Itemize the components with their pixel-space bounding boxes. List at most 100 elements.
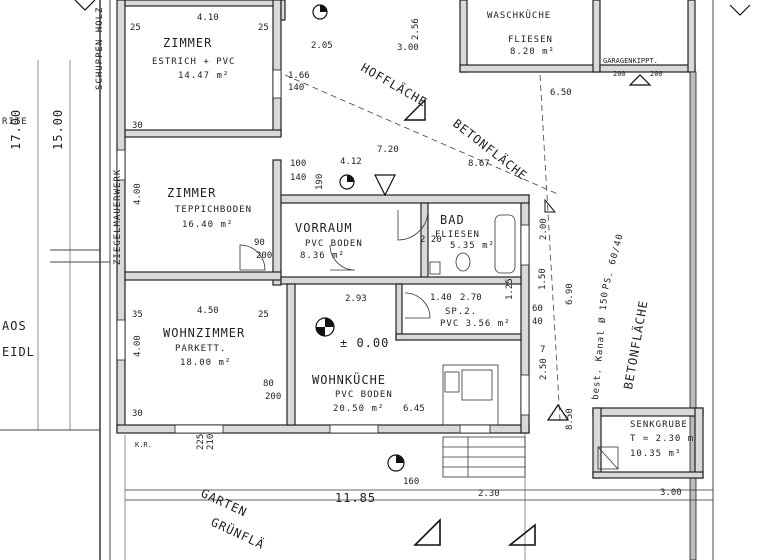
dim-25-b: 25 <box>258 23 269 33</box>
survey-symbols <box>74 0 751 546</box>
left-label-a: AOS <box>2 319 27 333</box>
site-lines <box>0 0 714 560</box>
house-walls <box>116 0 530 434</box>
left-label-b: EIDL <box>2 345 35 359</box>
wohnzimmer-floor: PARKETT. <box>175 344 226 354</box>
zimmer1-floor: ESTRICH + PVC <box>152 57 235 67</box>
dim-6-50: 6.50 <box>550 88 572 98</box>
wohnkueche-area: 20.50 m² <box>333 404 384 414</box>
dim-15-00: 15.00 <box>51 109 65 150</box>
dim-200-garage-a: 200 <box>613 70 626 78</box>
dim-80: 80 <box>263 379 274 389</box>
dim-2-56: 2.56 <box>411 18 421 40</box>
dim-17-00: 17.00 <box>9 109 23 150</box>
dim-200-garage-b: 200 <box>650 70 663 78</box>
wohnzimmer-area: 18.00 m² <box>180 358 231 368</box>
sp-width: 2.70 <box>460 293 482 303</box>
entrance-steps <box>442 436 526 478</box>
zimmer2-name: ZIMMER <box>167 186 216 200</box>
dim-11-85: 11.85 <box>335 491 376 505</box>
dim-25-c: 25 <box>258 310 269 320</box>
zimmer1-area: 14.47 m² <box>178 71 229 81</box>
wohnkueche-name: WOHNKÜCHE <box>312 371 386 387</box>
wohnkueche-level: ± 0.00 <box>340 336 389 350</box>
dim-100: 100 <box>290 159 306 169</box>
dim-8-50: 8.50 <box>565 408 575 430</box>
hofflaeche-label: HOFFLÄCHE <box>359 60 431 110</box>
senkgrube-name: SENKGRUBE <box>630 420 688 430</box>
ps-label: PS. 60/40 <box>601 232 626 290</box>
outbuilding-walls <box>459 0 697 560</box>
bathroom-fixtures <box>429 214 516 275</box>
dim-2-00: 2.00 <box>539 218 549 240</box>
ziegelmauer-label: ZIEGELMAUERWERK <box>113 169 123 265</box>
senkgrube-volume: 10.35 m³ <box>630 449 681 459</box>
dim-1-40: 1.40 <box>430 293 452 303</box>
dim-210: 210 <box>206 434 216 450</box>
dim-25-a: 25 <box>130 23 141 33</box>
wohnzimmer-name: WOHNZIMMER <box>163 326 245 340</box>
dim-90: 90 <box>254 238 265 248</box>
dim-225: 225 <box>196 434 206 450</box>
bad-floor: FLIESEN <box>435 230 480 240</box>
bad-area: 5.35 m² <box>450 241 495 251</box>
dim-40: 40 <box>532 317 543 327</box>
betonflaeche-label-1: BETONFLÄCHE <box>450 116 531 184</box>
dim-7: 7 <box>540 345 545 355</box>
dim-6-90: 6.90 <box>565 283 575 305</box>
wohnzimmer-height: 4.00 <box>133 335 143 357</box>
garten-label: GARTEN <box>199 486 250 520</box>
dim-140: 140 <box>290 173 306 183</box>
left-label-c: RITE <box>2 117 28 127</box>
dim-7-20: 7.20 <box>377 145 399 155</box>
garage-label: GARAGENKIPPT. <box>603 57 658 65</box>
gruen-label: GRÜNFLÄ <box>209 513 268 552</box>
schuppen-label: SCHUPPEN HOLZ <box>95 7 105 90</box>
dim-2-50: 2.50 <box>539 358 549 380</box>
zimmer1-name: ZIMMER <box>163 36 212 50</box>
dim-200: 200 <box>256 251 272 261</box>
dim-1-25: 1.25 <box>505 278 515 300</box>
dim-2-93: 2.93 <box>345 294 367 304</box>
dim-190: 190 <box>315 174 325 190</box>
zimmer2-floor: TEPPICHBODEN <box>175 205 252 215</box>
betonflaeche-label-2: BETONFLÄCHE <box>620 299 650 391</box>
dim-2-05: 2.05 <box>311 41 333 51</box>
kitchen-fixtures <box>442 364 499 426</box>
vorraum-floor: PVC BODEN <box>305 239 363 249</box>
wohnzimmer-width: 4.50 <box>197 306 219 316</box>
dim-200-b: 200 <box>265 392 281 402</box>
wohnkueche-width: 6.45 <box>403 404 425 414</box>
dimension-labels: 17.00 15.00 11.85 6.50 6.90 7.20 8.67 4.… <box>9 18 663 505</box>
dim-1-50: 1.50 <box>538 268 548 290</box>
senkgrube-width: 3.00 <box>660 488 682 498</box>
sp-name: SP.2. <box>445 307 477 317</box>
dim-160: 160 <box>403 477 419 487</box>
dim-35: 35 <box>132 310 143 320</box>
dim-30-a: 30 <box>132 121 143 131</box>
dim-2-30: 2.30 <box>478 489 500 499</box>
room-labels: 4.10 ZIMMER ESTRICH + PVC 14.47 m² 1.66 … <box>133 10 694 498</box>
dim-30-b: 30 <box>132 409 143 419</box>
zimmer2-height: 4.00 <box>133 183 143 205</box>
vorraum-name: VORRAUM <box>295 221 353 235</box>
waschkueche-floor: FLIESEN <box>508 35 553 45</box>
zimmer1-window2: 140 <box>288 83 304 93</box>
sp-area: PVC 3.56 m² <box>440 319 511 329</box>
senkgrube-depth: T = 2.30 m <box>630 434 694 444</box>
wohnkueche-floor: PVC BODEN <box>335 390 393 400</box>
dim-2-20: 2.20 <box>420 235 442 245</box>
waschkueche-name: WASCHKÜCHE <box>487 10 551 21</box>
openings <box>116 69 530 434</box>
dim-60: 60 <box>532 304 543 314</box>
zimmer2-area: 16.40 m² <box>182 220 233 230</box>
bad-name: BAD <box>440 213 465 227</box>
waschkueche-area: 8.20 m² <box>510 47 555 57</box>
zimmer1-width: 4.10 <box>197 13 219 23</box>
dim-kr: K.R. <box>135 441 152 449</box>
vorraum-area: 8.36 m² <box>300 251 345 261</box>
kanal-label: best. Kanal Ø 150 <box>590 291 610 401</box>
senkgrube-structure <box>592 407 704 479</box>
dim-3-00: 3.00 <box>397 43 419 53</box>
